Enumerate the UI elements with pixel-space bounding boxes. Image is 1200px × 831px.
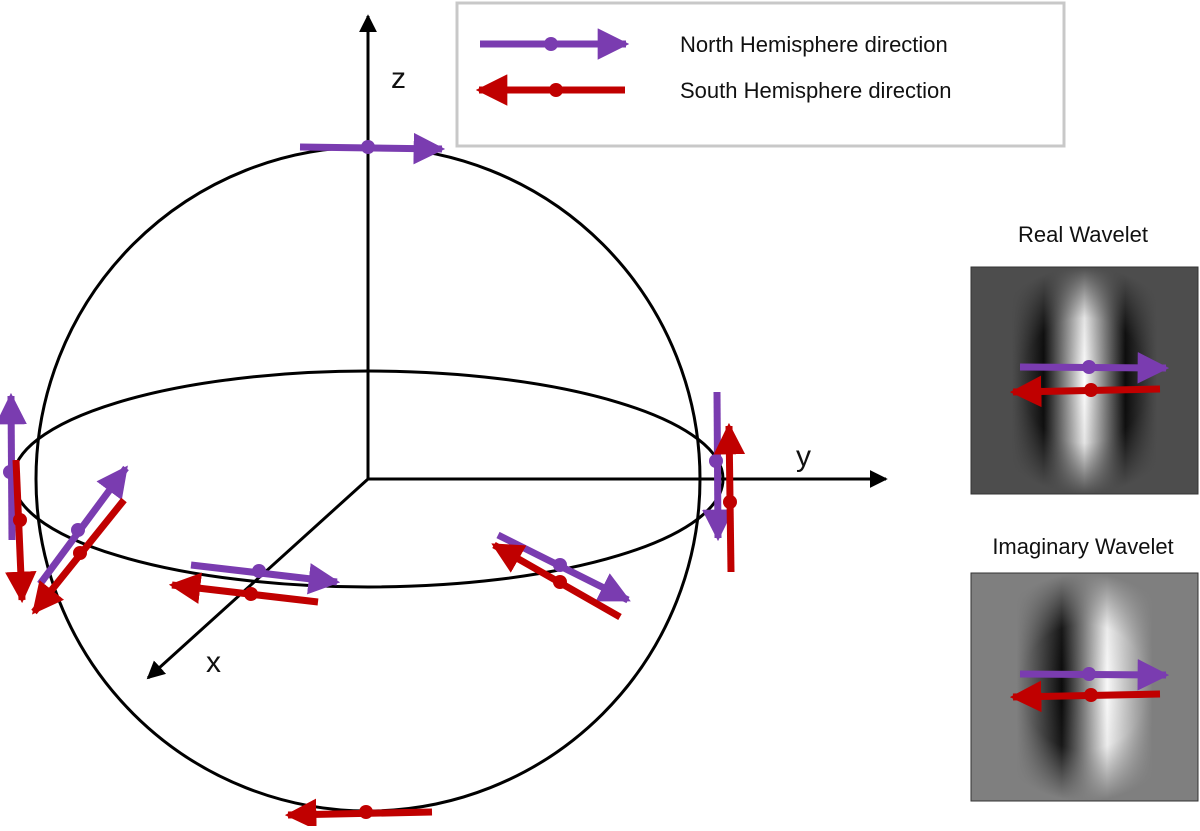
y-axis-label: y xyxy=(796,440,811,473)
north-arrow-top xyxy=(299,132,446,165)
south-arrow-front-left xyxy=(31,497,127,615)
legend-north-label: North Hemisphere direction xyxy=(680,32,948,57)
z-axis-label: z xyxy=(391,62,406,95)
north-arrow-front-right xyxy=(496,531,631,604)
x-axis-label: x xyxy=(206,646,221,679)
legend-south-label: South Hemisphere direction xyxy=(680,78,951,103)
south-arrow-right-edge xyxy=(713,422,746,573)
legend: North Hemisphere direction South Hemisph… xyxy=(455,1,1066,148)
south-arrow-front-right xyxy=(491,541,622,621)
x-axis xyxy=(146,477,370,680)
south-arrow-bottom xyxy=(284,798,433,831)
imaginary-wavelet-panel xyxy=(970,572,1199,802)
north-arrow-front-center xyxy=(190,561,341,595)
legend-box xyxy=(455,1,1066,148)
south-arrow-left-edge xyxy=(5,459,37,604)
legend-south-arrow-icon xyxy=(475,74,625,106)
north-arrow-right-edge xyxy=(702,391,734,542)
north-arrow-front-left xyxy=(37,465,129,587)
imaginary-wavelet-title: Imaginary Wavelet xyxy=(992,534,1173,559)
real-wavelet-title: Real Wavelet xyxy=(1018,222,1148,247)
legend-north-arrow-icon xyxy=(480,28,630,60)
south-arrow-front-center xyxy=(168,572,319,606)
real-wavelet-panel xyxy=(970,266,1199,495)
